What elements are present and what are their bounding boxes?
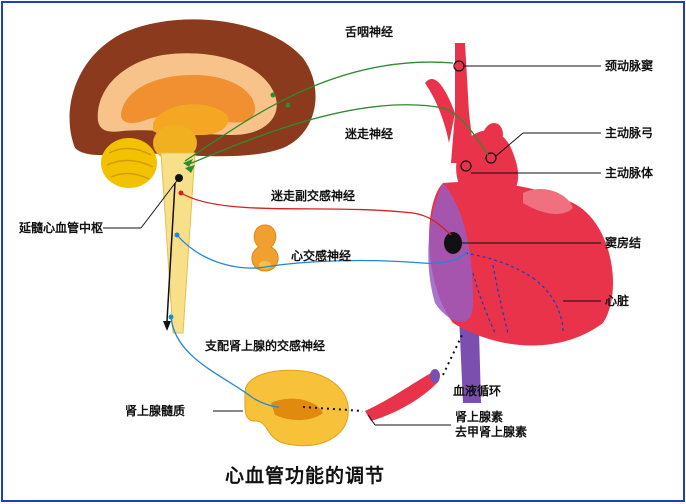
- vagal-origin-dot: [178, 190, 184, 196]
- label-glossopharyngeal-nerve: 舌咽神经: [345, 25, 394, 39]
- aortic-arch-receptor: [485, 152, 497, 164]
- label-vagus-nerve: 迷走神经: [345, 127, 394, 141]
- heart-body: [429, 181, 613, 346]
- label-norepinephrine: 去甲肾上腺素: [455, 425, 528, 439]
- adrenal-medulla-region: [271, 398, 323, 421]
- brainstem-upper: [153, 125, 197, 161]
- label-medulla-cardiovascular-center: 延髓心血管中枢: [19, 221, 104, 235]
- label-adrenal-medulla: 肾上腺髓质: [125, 404, 186, 418]
- spinal-cord: [160, 152, 196, 334]
- descending-pathway: [166, 182, 176, 322]
- cerebellum-folds: [106, 147, 154, 180]
- sympathetic-ganglion: [251, 224, 279, 272]
- leader-aortic-arch-a: [495, 132, 524, 157]
- label-aortic-arch: 主动脉弓: [605, 126, 654, 140]
- label-adrenal-sympathetic-nerve: 支配肾上腺的交感神经: [205, 339, 326, 353]
- label-epinephrine: 肾上腺素: [455, 410, 504, 424]
- cardiac-sympathetic-line: [176, 234, 469, 269]
- leader-epinephrine-a: [367, 414, 376, 426]
- afferent-node-1: [270, 92, 276, 98]
- leader-medulla-center: [140, 177, 180, 229]
- heart: [425, 43, 613, 403]
- cerebellum: [101, 138, 157, 188]
- adrenal-nerve-origin-dot: [168, 314, 174, 320]
- carotid-artery: [451, 43, 475, 163]
- aortic-body-receptor: [460, 160, 472, 172]
- label-carotid-sinus: 颈动脉窦: [605, 59, 654, 73]
- sympathetic-origin-dot: [174, 232, 180, 238]
- circulating-blood-vessel: [365, 373, 439, 421]
- left-atrium: [523, 188, 573, 215]
- label-vagal-parasympathetic-nerve: 迷走副交感神经: [271, 189, 356, 203]
- afferent-arrow-1: [183, 159, 193, 167]
- label-blood-circulation: 血液循环: [453, 384, 502, 398]
- vagal-parasympathetic-line: [180, 192, 452, 236]
- subclavian-artery: [425, 78, 455, 143]
- aortic-arch-vessel: [456, 130, 519, 198]
- label-sinoatrial-node: 窦房结: [605, 236, 642, 250]
- hormone-release-path: [302, 406, 364, 412]
- adrenal-sympathetic-line: [170, 316, 280, 408]
- label-heart: 心脏: [605, 294, 630, 308]
- diagram-illustration: [69, 19, 613, 447]
- cardiac-nerve-fibers: [464, 252, 564, 334]
- label-aortic-body: 主动脉体: [605, 166, 654, 180]
- vagus-nerve-line: [186, 104, 489, 166]
- diagram-title: 心血管功能的调节: [225, 465, 386, 487]
- glossopharyngeal-nerve-line: [184, 61, 454, 162]
- afferent-arrow-2: [185, 165, 195, 173]
- sinoatrial-node: [444, 232, 462, 254]
- afferent-node-2: [285, 102, 291, 108]
- brain: [69, 19, 316, 188]
- label-cardiac-sympathetic-nerve: 心交感神经: [291, 249, 352, 263]
- descending-arrow: [163, 321, 171, 331]
- hormone-to-heart-path: [442, 332, 464, 376]
- vessel-opening: [430, 369, 440, 383]
